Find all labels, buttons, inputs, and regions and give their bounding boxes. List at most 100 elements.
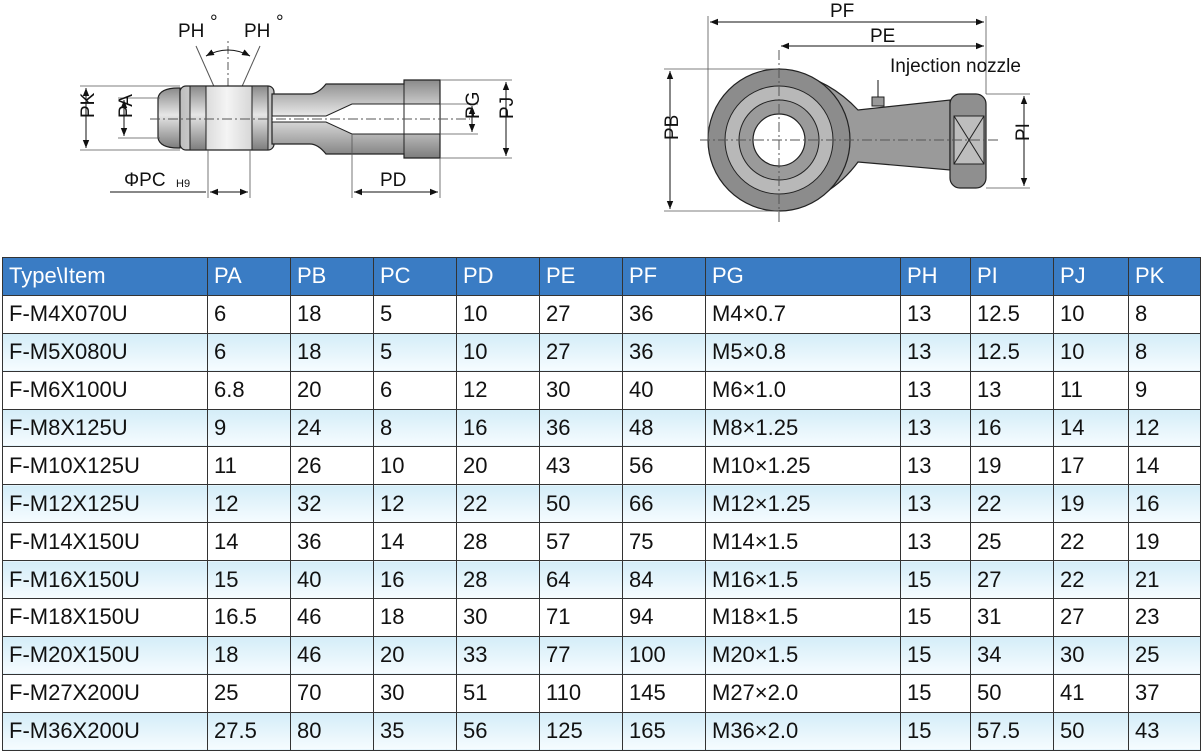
pk-label: PK <box>78 92 99 118</box>
header-ph: PH <box>900 257 971 296</box>
cell-pi: 13 <box>970 370 1054 410</box>
specification-table: Type\Item PA PB PC PD PE PF PG PH PI PJ … <box>2 257 1201 751</box>
cell-pb: 20 <box>290 370 374 410</box>
header-pc: PC <box>373 257 457 296</box>
cell-pi: 57.5 <box>970 711 1054 751</box>
pe-label: PE <box>870 26 895 47</box>
cell-pf: 56 <box>622 446 706 486</box>
cell-pj: 22 <box>1053 522 1129 562</box>
cell-pe: 110 <box>539 673 623 713</box>
cell-ph: 15 <box>900 598 971 637</box>
cell-pf: 66 <box>622 484 706 524</box>
cell-type: F-M27X200U <box>2 673 208 713</box>
cell-pg: M27×2.0 <box>705 673 901 713</box>
cell-pk: 43 <box>1128 711 1201 751</box>
header-type: Type\Item <box>2 257 208 296</box>
cell-pk: 21 <box>1128 560 1201 600</box>
cell-pc: 5 <box>373 294 457 334</box>
cell-pf: 165 <box>622 711 706 751</box>
cell-pd: 20 <box>456 446 540 486</box>
cell-pj: 14 <box>1053 408 1129 448</box>
cell-pj: 11 <box>1053 370 1129 410</box>
cell-pa: 27.5 <box>207 711 291 751</box>
cell-type: F-M16X150U <box>2 560 208 600</box>
cell-pk: 8 <box>1128 332 1201 372</box>
cell-pg: M14×1.5 <box>705 522 901 562</box>
pd-label: PD <box>380 170 406 191</box>
header-pb: PB <box>290 257 374 296</box>
cell-pa: 6.8 <box>207 370 291 410</box>
cell-pk: 37 <box>1128 673 1201 713</box>
cell-pa: 18 <box>207 635 291 675</box>
header-pk: PK <box>1128 257 1201 296</box>
cell-pd: 56 <box>456 711 540 751</box>
ph-left-label: PH <box>178 21 204 42</box>
cell-pe: 77 <box>539 635 623 675</box>
cell-ph: 15 <box>900 635 971 675</box>
cell-pg: M4×0.7 <box>705 294 901 334</box>
header-pj: PJ <box>1053 257 1129 296</box>
cell-type: F-M4X070U <box>2 294 208 334</box>
ph-right-label: PH <box>244 21 270 42</box>
cell-pe: 71 <box>539 598 623 637</box>
cell-type: F-M14X150U <box>2 522 208 562</box>
cell-pf: 94 <box>622 598 706 637</box>
cell-pb: 80 <box>290 711 374 751</box>
drawing-svg: PH ° PH ° PK PA ΦPC H9 PD PG PJ <box>78 1 1034 222</box>
cell-pf: 75 <box>622 522 706 562</box>
cell-ph: 13 <box>900 370 971 410</box>
cell-pe: 50 <box>539 484 623 524</box>
cell-pb: 18 <box>290 332 374 372</box>
cell-ph: 13 <box>900 332 971 372</box>
cell-pf: 100 <box>622 635 706 675</box>
cell-type: F-M20X150U <box>2 635 208 675</box>
cell-pe: 30 <box>539 370 623 410</box>
cell-pj: 10 <box>1053 332 1129 372</box>
cell-pb: 70 <box>290 673 374 713</box>
cell-pc: 35 <box>373 711 457 751</box>
cell-pe: 43 <box>539 446 623 486</box>
side-view-drawing: PH ° PH ° PK PA ΦPC H9 PD PG PJ <box>78 12 518 198</box>
degree-left: ° <box>210 12 218 33</box>
cell-pi: 50 <box>970 673 1054 713</box>
front-view-drawing: PF PE Injection nozzle PB PI <box>662 1 1034 222</box>
cell-pe: 57 <box>539 522 623 562</box>
cell-pc: 5 <box>373 332 457 372</box>
cell-ph: 15 <box>900 711 971 751</box>
cell-type: F-M8X125U <box>2 408 208 448</box>
cell-pb: 32 <box>290 484 374 524</box>
cell-pi: 12.5 <box>970 294 1054 334</box>
cell-pg: M18×1.5 <box>705 598 901 637</box>
cell-pk: 14 <box>1128 446 1201 486</box>
cell-pf: 84 <box>622 560 706 600</box>
cell-pc: 12 <box>373 484 457 524</box>
cell-pe: 125 <box>539 711 623 751</box>
technical-drawings: PH ° PH ° PK PA ΦPC H9 PD PG PJ <box>0 0 1202 255</box>
cell-pg: M8×1.25 <box>705 408 901 448</box>
cell-pj: 50 <box>1053 711 1129 751</box>
cell-pc: 20 <box>373 635 457 675</box>
header-pe: PE <box>539 257 623 296</box>
cell-pd: 10 <box>456 332 540 372</box>
cell-pi: 12.5 <box>970 332 1054 372</box>
cell-pe: 64 <box>539 560 623 600</box>
cell-pb: 46 <box>290 635 374 675</box>
cell-pk: 16 <box>1128 484 1201 524</box>
cell-pd: 28 <box>456 522 540 562</box>
cell-pi: 22 <box>970 484 1054 524</box>
cell-pd: 10 <box>456 294 540 334</box>
cell-pd: 33 <box>456 635 540 675</box>
cell-pc: 8 <box>373 408 457 448</box>
cell-ph: 13 <box>900 294 971 334</box>
cell-pa: 12 <box>207 484 291 524</box>
cell-pa: 6 <box>207 294 291 334</box>
